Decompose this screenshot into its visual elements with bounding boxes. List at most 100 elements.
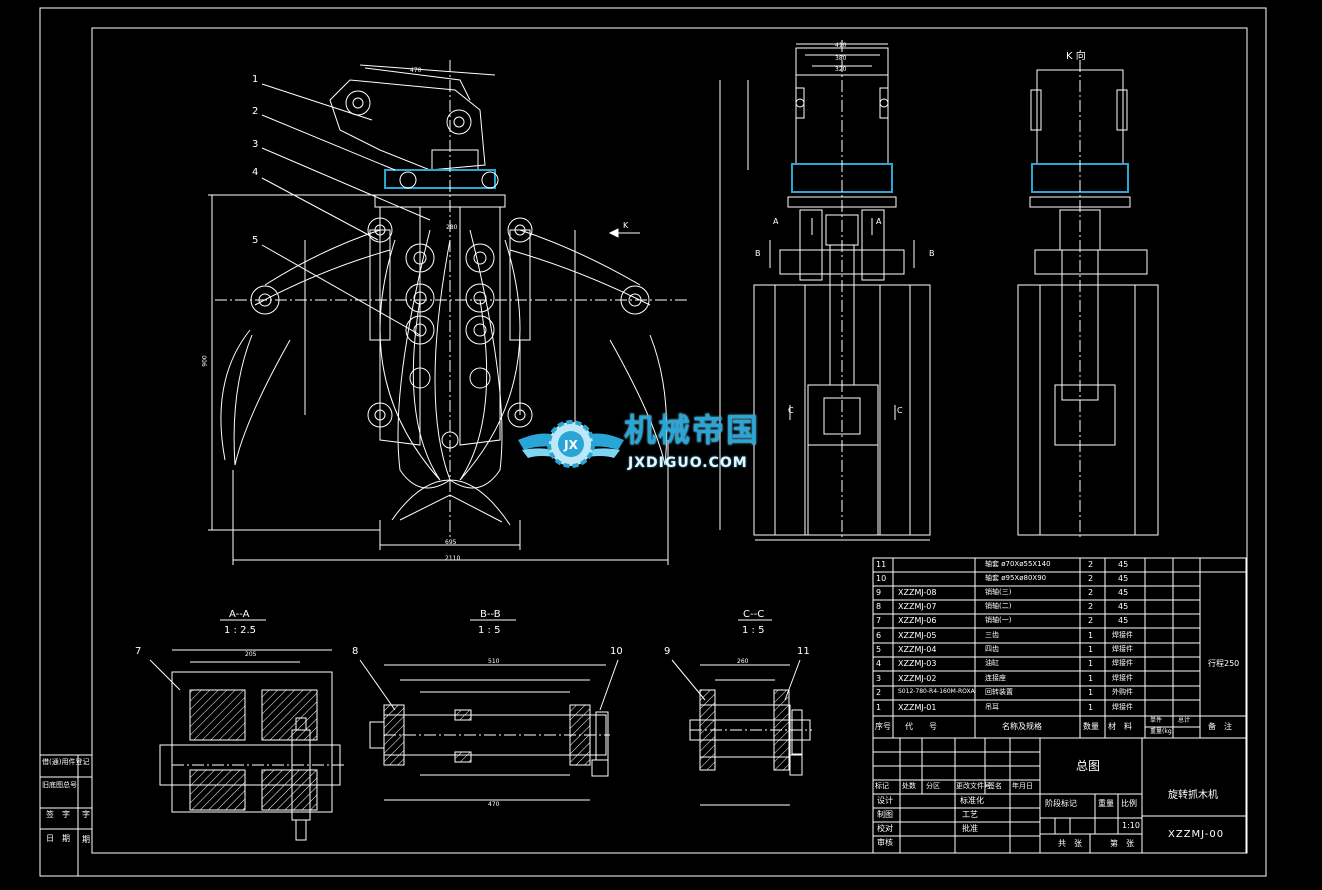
watermark-logo: JX 机械帝国 JXDIGUO.COM <box>516 410 812 480</box>
bom-no: 5 <box>876 645 882 654</box>
bom-name: 四齿 <box>985 645 999 653</box>
bom-header-code: 代 号 <box>905 722 937 731</box>
section-a-title: A--A <box>229 609 250 620</box>
bom-no: 4 <box>876 659 882 668</box>
rev-label-2: 处数 <box>902 782 916 790</box>
bom-qty: 1 <box>1088 631 1094 640</box>
bom-material: 外购件 <box>1112 688 1133 696</box>
bom-qty: 1 <box>1088 688 1094 697</box>
callout-5: 5 <box>252 235 259 246</box>
section-mark-c-left: C <box>788 406 794 415</box>
role-standard: 标准化 <box>960 796 984 805</box>
bom-name: 销轴(三) <box>985 588 1012 596</box>
bom-no: 3 <box>876 674 882 683</box>
dim-695: 695 <box>445 539 457 546</box>
drawing-name: 总图 <box>1076 759 1101 773</box>
bom-name: 轴套 ø95Xø80X90 <box>985 574 1047 582</box>
bom-name: 吊耳 <box>985 703 999 711</box>
callout-10: 10 <box>610 646 623 657</box>
section-mark-b-left: B <box>755 249 761 258</box>
bom-name: 销轴(一) <box>985 616 1012 624</box>
dim-205: 205 <box>245 651 257 658</box>
section-c-scale: 1 : 5 <box>742 625 765 636</box>
dim-380: 380 <box>835 55 847 62</box>
bom-header-name: 名称及规格 <box>1002 722 1042 731</box>
bom-header-note: 备 注 <box>1208 722 1232 731</box>
bom-name: 油缸 <box>985 659 999 667</box>
dim-900: 900 <box>201 355 209 367</box>
bom-no: 10 <box>876 574 887 583</box>
bom-qty: 2 <box>1088 560 1094 569</box>
stage-label: 阶段标记 <box>1045 799 1077 808</box>
role-design: 设计 <box>877 796 893 805</box>
weight-label: 重量 <box>1098 799 1114 808</box>
bom-name: 三齿 <box>985 631 999 639</box>
bom-code: XZZMJ-07 <box>898 602 937 611</box>
callout-4: 4 <box>252 167 259 178</box>
strip-label-3: 签 字 <box>46 810 70 819</box>
bom-material: 45 <box>1118 588 1129 597</box>
section-b-scale: 1 : 5 <box>478 625 501 636</box>
bom-material: 45 <box>1118 574 1129 583</box>
k-arrow-label: K <box>623 221 629 230</box>
bom-header-no: 序号 <box>875 722 891 731</box>
role-approve: 批准 <box>962 824 978 833</box>
dim-280: 280 <box>446 224 458 231</box>
section-a-scale: 1 : 2.5 <box>224 625 256 636</box>
sheets-total: 共 张 <box>1058 839 1082 848</box>
bom-material: 焊接件 <box>1112 631 1133 639</box>
bom-no: 7 <box>876 616 882 625</box>
section-mark-c-right: C <box>897 406 903 415</box>
callout-9: 9 <box>664 646 671 657</box>
section-c-title: C--C <box>743 609 765 620</box>
section-mark-b-right: B <box>929 249 935 258</box>
product-name: 旋转抓木机 <box>1168 790 1218 801</box>
bom-material: 焊接件 <box>1112 645 1133 653</box>
bom-name: 连接座 <box>985 674 1006 682</box>
role-review: 审核 <box>877 838 893 847</box>
gear-wings-icon: JX <box>518 420 624 468</box>
rev-label-6: 年月日 <box>1012 782 1033 790</box>
bom-header-weight-total: 总计 <box>1178 717 1191 724</box>
bom-no: 8 <box>876 602 882 611</box>
bom-qty: 1 <box>1088 645 1094 654</box>
strip-label-5: 字 <box>82 810 90 819</box>
callout-7: 7 <box>135 646 142 657</box>
dim-410: 410 <box>835 42 847 49</box>
bom-material: 45 <box>1118 616 1129 625</box>
bom-qty: 2 <box>1088 616 1094 625</box>
bom-material: 焊接件 <box>1112 674 1133 682</box>
bom-qty: 1 <box>1088 703 1094 712</box>
bom-material: 焊接件 <box>1112 703 1133 711</box>
dim-320: 320 <box>835 66 847 73</box>
role-draft: 制图 <box>877 810 893 819</box>
strip-label-6: 期 <box>82 835 90 844</box>
bom-qty: 1 <box>1088 674 1094 683</box>
strip-label-1: 借(通)用件登记 <box>42 758 90 766</box>
callout-1: 1 <box>252 74 259 85</box>
section-mark-a-left: A <box>773 217 779 226</box>
callout-3: 3 <box>252 139 259 150</box>
drawing-code: XZZMJ-00 <box>1168 829 1225 840</box>
rev-label-1: 标记 <box>875 782 889 790</box>
bom-code: XZZMJ-03 <box>898 659 937 668</box>
callout-2: 2 <box>252 106 259 117</box>
callout-11: 11 <box>797 646 810 657</box>
dim-510: 510 <box>488 658 500 665</box>
strip-label-4: 日 期 <box>46 834 70 843</box>
scale-value: 1:10 <box>1122 821 1140 830</box>
dim-470: 470 <box>410 67 422 74</box>
bom-code: XZZMJ-05 <box>898 631 937 640</box>
bom-no: 6 <box>876 631 882 640</box>
rev-label-4: 更改文件号 <box>956 782 991 790</box>
watermark-en: JXDIGUO.COM <box>628 455 748 471</box>
bom-name: 回转装置 <box>985 688 1013 696</box>
bom-name: 销轴(二) <box>985 602 1012 610</box>
role-check: 校对 <box>877 824 893 833</box>
bom-material: 45 <box>1118 602 1129 611</box>
bom-material: 焊接件 <box>1112 659 1133 667</box>
role-process: 工艺 <box>962 810 978 819</box>
bom-header-material: 材 料 <box>1108 722 1132 731</box>
rev-label-3: 分区 <box>926 782 940 790</box>
